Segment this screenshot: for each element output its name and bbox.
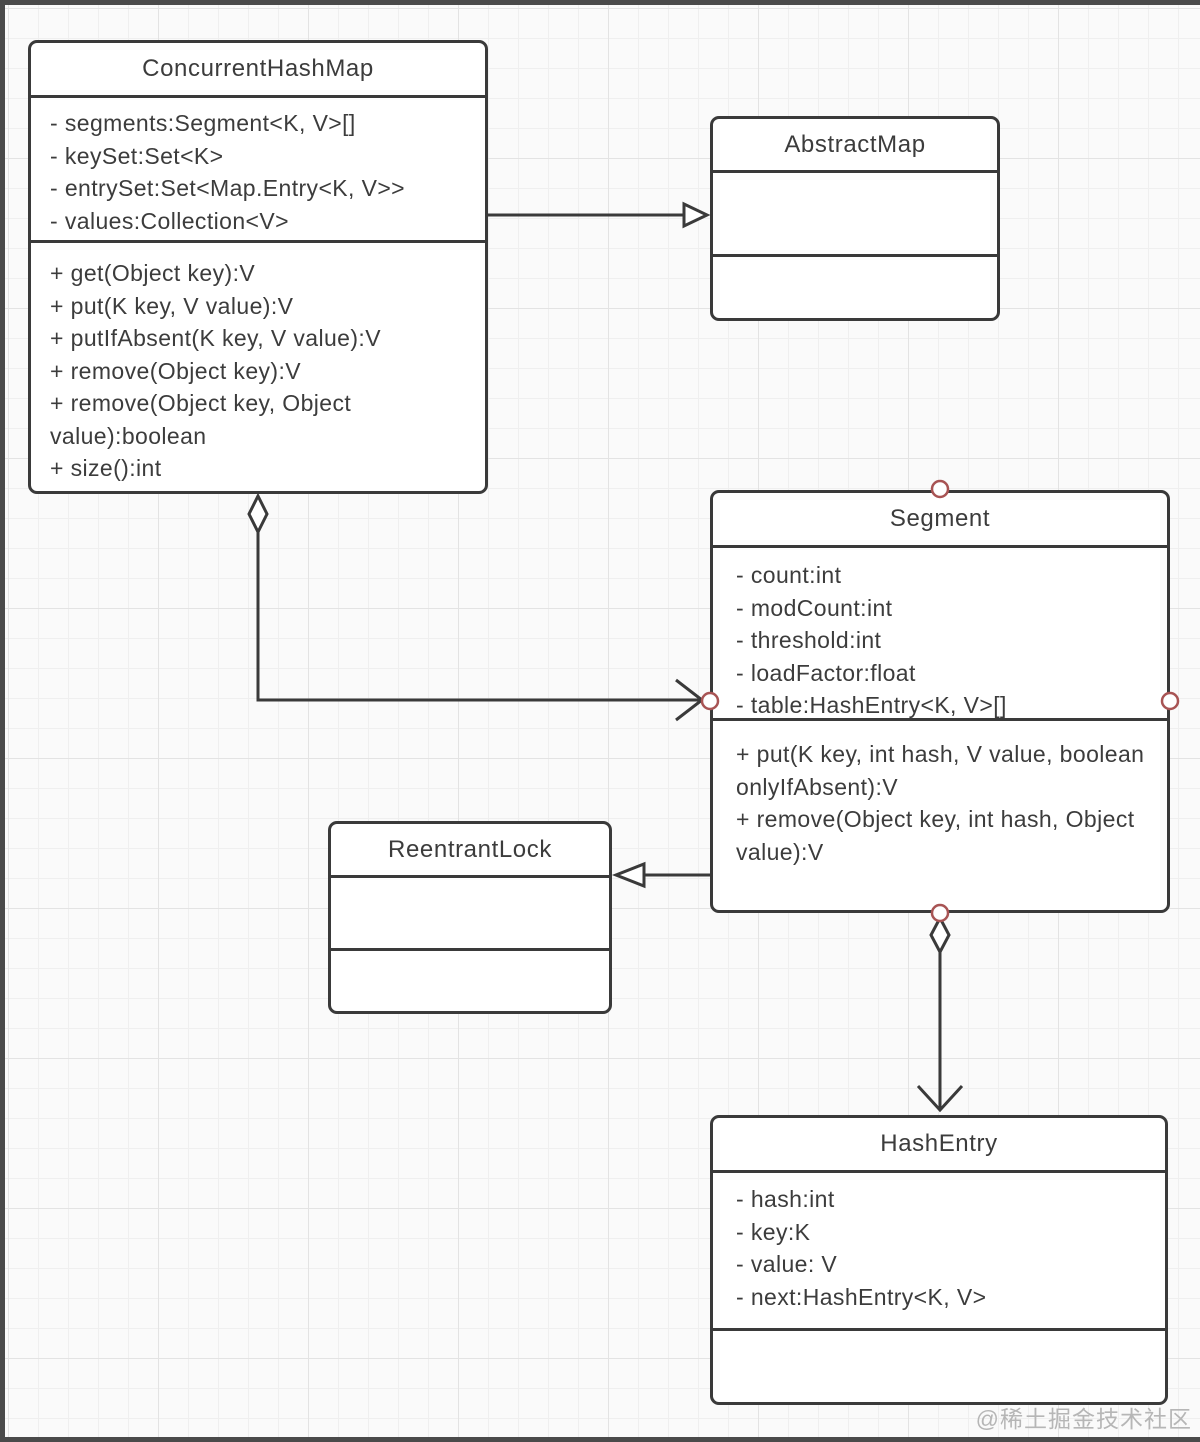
methods-compartment <box>713 257 997 318</box>
method: + size():int <box>50 455 162 481</box>
method: + get(Object key):V <box>50 260 256 286</box>
class-abstractmap: AbstractMap <box>710 116 1000 321</box>
methods-compartment <box>713 1331 1165 1402</box>
attribute: - segments:Segment<K, V>[] <box>50 110 356 136</box>
method: + put(K key, V value):V <box>50 292 294 319</box>
method: + remove(Object key):V <box>50 357 302 384</box>
methods-compartment: + put(K key, int hash, V value, boolean … <box>713 721 1167 910</box>
attribute: - value: V <box>736 1251 838 1277</box>
attribute: - loadFactor:float <box>736 659 916 686</box>
class-title: ReentrantLock <box>331 824 609 878</box>
class-title: Segment <box>713 493 1167 548</box>
attributes-compartment <box>713 173 997 257</box>
attribute: - threshold:int <box>736 627 882 653</box>
class-reentrantlock: ReentrantLock <box>328 821 612 1014</box>
attribute: - hash:int <box>736 1186 835 1212</box>
attributes-compartment: - segments:Segment<K, V>[] - keySet:Set<… <box>31 98 485 243</box>
class-title: ConcurrentHashMap <box>31 43 485 98</box>
attribute: - next:HashEntry<K, V> <box>736 1283 987 1310</box>
attributes-compartment: - count:int - modCount:int - threshold:i… <box>713 548 1167 721</box>
frame-edge-bottom <box>0 1437 1200 1442</box>
attribute: - table:HashEntry<K, V>[] <box>736 692 1007 718</box>
class-title: AbstractMap <box>713 119 997 173</box>
frame-edge-left <box>0 0 5 1442</box>
attribute: - entrySet:Set<Map.Entry<K, V>> <box>50 175 406 201</box>
method: + putIfAbsent(K key, V value):V <box>50 325 381 351</box>
class-hashentry: HashEntry - hash:int - key:K - value: V … <box>710 1115 1168 1405</box>
method: + remove(Object key, int hash, Object va… <box>736 806 1135 865</box>
attribute: - count:int <box>736 562 842 588</box>
frame-edge-top <box>0 0 1200 5</box>
aggregation-connector-chm-to-segment <box>247 492 705 722</box>
attribute: - values:Collection<V> <box>50 207 289 234</box>
generalization-arrow-chm-to-abstractmap <box>488 201 711 229</box>
attribute: - key:K <box>736 1218 811 1245</box>
attributes-compartment <box>331 878 609 951</box>
methods-compartment <box>331 951 609 1011</box>
attributes-compartment: - hash:int - key:K - value: V - next:Has… <box>713 1173 1165 1331</box>
attribute: - keySet:Set<K> <box>50 142 224 169</box>
class-concurrenthashmap: ConcurrentHashMap - segments:Segment<K, … <box>28 40 488 494</box>
watermark: @稀土掘金技术社区 <box>975 1406 1192 1432</box>
aggregation-connector-segment-to-hashentry <box>916 914 964 1113</box>
method: + put(K key, int hash, V value, boolean … <box>736 741 1145 800</box>
method: + remove(Object key, Object value):boole… <box>50 390 352 449</box>
methods-compartment: + get(Object key):V + put(K key, V value… <box>31 243 485 491</box>
class-title: HashEntry <box>713 1118 1165 1173</box>
generalization-arrow-segment-to-reentrantlock <box>611 861 710 889</box>
class-segment: Segment - count:int - modCount:int - thr… <box>710 490 1170 913</box>
attribute: - modCount:int <box>736 594 893 621</box>
